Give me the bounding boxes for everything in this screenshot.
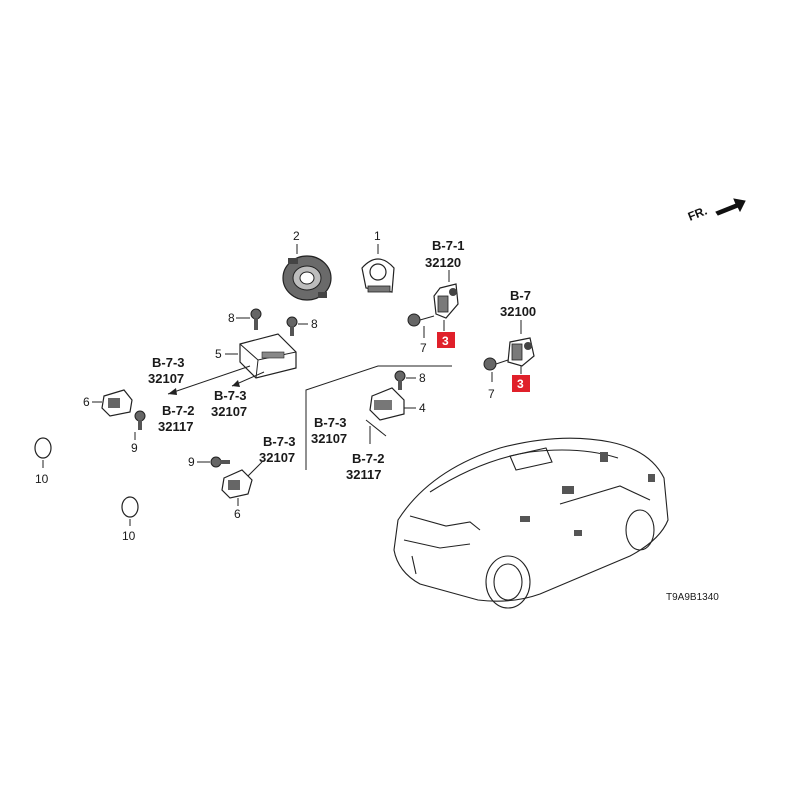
- reference-b-7-2-right[interactable]: B-7-2 32117: [346, 451, 385, 482]
- reference-b-7-1-label[interactable]: B-7-1: [432, 238, 465, 253]
- reference-b-7-3-left-label[interactable]: B-7-3: [152, 355, 185, 370]
- reference-b-7-3-right[interactable]: B-7-3 32107: [311, 415, 347, 446]
- reference-b-7-2-left-label[interactable]: B-7-2: [162, 403, 195, 418]
- part-7-bolt-lower: 7: [483, 357, 509, 401]
- callout-10-upper: 10: [35, 472, 49, 486]
- callout-7-lower: 7: [488, 387, 495, 401]
- callout-1: 1: [374, 229, 381, 243]
- reference-b-7-1[interactable]: B-7-1 32120: [425, 238, 465, 270]
- reference-b-7-3-left[interactable]: B-7-3 32107: [148, 355, 185, 386]
- callout-8-right: 8: [311, 317, 318, 331]
- callout-7-upper: 7: [420, 341, 427, 355]
- reference-b-7-3-low[interactable]: B-7-3 32107: [259, 434, 296, 465]
- reference-b-7-2-right-label[interactable]: B-7-2: [352, 451, 385, 466]
- part-10-washer-upper: 10: [34, 437, 52, 486]
- callout-6-lower: 6: [234, 507, 241, 521]
- reference-b-7-3-mid[interactable]: B-7-3 32107: [211, 388, 247, 419]
- callout-5: 5: [215, 347, 222, 361]
- part-6-sensor-left: 6: [83, 389, 133, 417]
- reference-b-7-2-left-code[interactable]: 32117: [158, 419, 193, 434]
- callout-9-lower: 9: [188, 455, 195, 469]
- callout-2: 2: [293, 229, 300, 243]
- part-10-washer-lower: 10: [121, 496, 139, 543]
- reference-b-7-3-right-code[interactable]: 32107: [311, 431, 347, 446]
- callout-3-upper[interactable]: 3: [442, 334, 449, 348]
- part-5-srs-unit: 5: [215, 333, 297, 379]
- reference-b-7-3-left-code[interactable]: 32107: [148, 371, 184, 386]
- part-3-sensor-upper: 3: [433, 283, 459, 348]
- reference-b-7-3-right-label[interactable]: B-7-3: [314, 415, 347, 430]
- part-6-sensor-lower: 6: [221, 469, 253, 521]
- callout-10-lower: 10: [122, 529, 136, 543]
- front-direction-indicator: FR.: [686, 198, 746, 224]
- front-arrow-icon: [715, 198, 746, 216]
- part-8-bolt-center: 8: [394, 370, 426, 390]
- vehicle-illustration: [393, 437, 669, 609]
- part-9-bolt-left: 9: [131, 410, 146, 455]
- part-8-bolt-right: 8: [286, 316, 318, 336]
- reference-b-7-2-left[interactable]: B-7-2 32117: [158, 403, 195, 434]
- section-divider: [305, 365, 452, 470]
- reference-b-7-3-mid-label[interactable]: B-7-3: [214, 388, 247, 403]
- callout-8-center: 8: [419, 371, 426, 385]
- part-9-bolt-lower: 9: [188, 455, 230, 469]
- part-4-unit: 4: [369, 387, 426, 421]
- reference-b-7-1-code[interactable]: 32120: [425, 255, 461, 270]
- part-3-sensor-lower: 3: [507, 337, 535, 392]
- reference-b-7-3-mid-code[interactable]: 32107: [211, 404, 247, 419]
- callout-9-left: 9: [131, 441, 138, 455]
- front-label: FR.: [686, 204, 709, 224]
- reference-b-7-3-low-label[interactable]: B-7-3: [263, 434, 296, 449]
- callout-3-highlight-lower[interactable]: [512, 375, 530, 392]
- reference-b-7-label[interactable]: B-7: [510, 288, 531, 303]
- callout-6-left: 6: [83, 395, 90, 409]
- callout-3-lower[interactable]: 3: [517, 377, 524, 391]
- reference-b-7-2-right-code[interactable]: 32117: [346, 467, 381, 482]
- diagram-code: T9A9B1340: [666, 592, 719, 603]
- callout-8-left: 8: [228, 311, 235, 325]
- reference-b-7-3-low-code[interactable]: 32107: [259, 450, 295, 465]
- callout-4: 4: [419, 401, 426, 415]
- reference-b-7-code[interactable]: 32100: [500, 304, 536, 319]
- callout-3-highlight-upper[interactable]: [437, 332, 455, 348]
- reference-b-7[interactable]: B-7 32100: [500, 288, 536, 319]
- part-8-bolt-left: 8: [228, 308, 262, 330]
- part-1-cover: 1: [361, 229, 395, 293]
- part-2-clock-spring: 2: [282, 229, 332, 301]
- part-7-bolt-upper: 7: [407, 313, 435, 355]
